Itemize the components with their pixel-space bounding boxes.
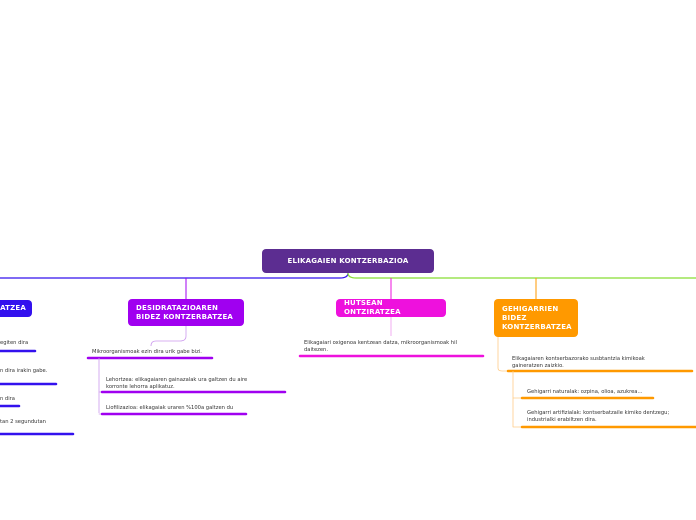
branch-label-desidratazio: DESIDRATAZIOAREN BIDEZ KONTZERBATZEA [136, 303, 234, 321]
leaf-hutsean-1[interactable]: Elikagaiari oxigenoa kentzean datza, mik… [304, 340, 457, 353]
branch-label-gehigarri: GEHIGARRIEN BIDEZ KONTZERBATZEA [502, 304, 572, 331]
branch-label-left: ATZEA [0, 304, 26, 312]
branch-node-desidratazio[interactable]: DESIDRATAZIOAREN BIDEZ KONTZERBATZEA [128, 299, 244, 326]
connector-desidratazio-sub [150, 326, 187, 347]
leaf-left-3[interactable]: n dira [0, 396, 15, 402]
leaf-left-2[interactable]: n dira irakin gabe. [0, 368, 48, 374]
leaf-desidratazio-1[interactable]: Mikroorganismoak ezin dira urik gabe biz… [92, 349, 202, 355]
root-topic-node[interactable]: ELIKAGAIEN KONTZERBAZIOA [262, 249, 434, 273]
connector-right-main [347, 272, 696, 279]
connector-left-main [0, 272, 349, 279]
branch-node-hutsean[interactable]: HUTSEAN ONTZIRATZEA [336, 299, 446, 317]
branch-node-left[interactable]: ATZEA [0, 300, 32, 317]
leaf-left-1[interactable]: egiten dira [0, 340, 29, 346]
leaf-left-4[interactable]: tan 2 segundutan [0, 419, 46, 425]
leaf-gehigarri-1[interactable]: Elikagaiaren kontserbazorako susbtantzia… [512, 356, 645, 369]
leaf-gehigarri-2[interactable]: Gehigarri naturalak: ozpina, olioa, azuk… [527, 389, 643, 395]
leaf-desidratazio-3[interactable]: Liofilizazioa: elikagaiak uraren %100a g… [106, 405, 234, 411]
leaf-gehigarri-3[interactable]: Gehigarri artifizialak: kontserbatzaile … [527, 410, 670, 423]
branch-label-hutsean: HUTSEAN ONTZIRATZEA [344, 299, 401, 316]
connector-gehigarri-sub [497, 337, 508, 372]
leaf-desidratazio-2[interactable]: Lehortzea: elikagaiaren gainazalak ura g… [106, 377, 248, 390]
root-topic-label: ELIKAGAIEN KONTZERBAZIOA [287, 256, 409, 265]
branch-node-gehigarri[interactable]: GEHIGARRIEN BIDEZ KONTZERBATZEA [494, 299, 578, 337]
